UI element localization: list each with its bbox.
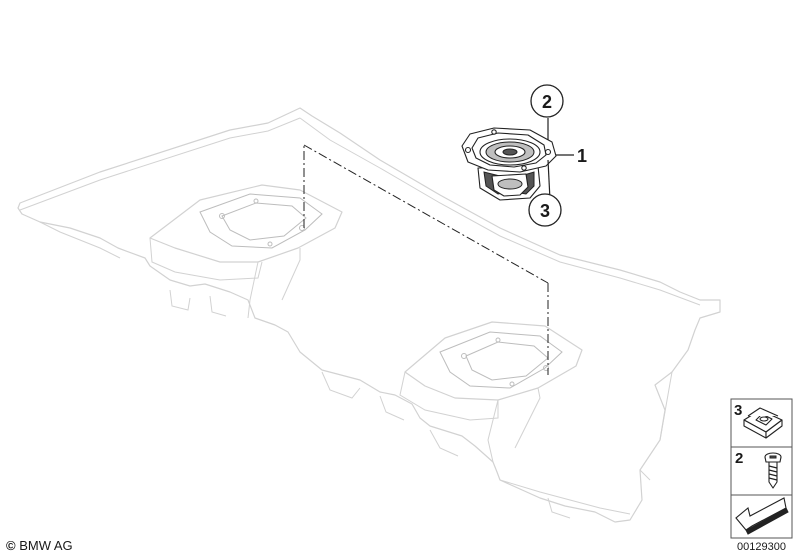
callout-3-label: 3 bbox=[540, 201, 550, 221]
document-number: 00129300 bbox=[737, 541, 786, 553]
legend-cell-screw bbox=[730, 446, 793, 496]
clip-nut-icon[interactable] bbox=[743, 407, 783, 439]
installation-lines bbox=[303, 144, 549, 375]
speaker-icon[interactable] bbox=[461, 127, 557, 201]
rear-shelf-panel bbox=[17, 107, 721, 523]
legend-label-3: 3 bbox=[734, 402, 742, 419]
callout-2-label: 2 bbox=[542, 92, 552, 112]
callout-1-label[interactable]: 1 bbox=[577, 146, 587, 166]
legend-label-2: 2 bbox=[735, 450, 743, 467]
screw-icon[interactable] bbox=[764, 452, 782, 489]
parts-legend: 3 2 bbox=[730, 398, 793, 539]
copyright-notice: © BMW AG bbox=[6, 538, 73, 553]
callout-2[interactable]: 2 bbox=[530, 84, 564, 118]
callout-3[interactable]: 3 bbox=[528, 193, 562, 227]
copyright-symbol: © bbox=[6, 538, 16, 553]
callout-leaders bbox=[547, 118, 574, 201]
arrow-icon[interactable] bbox=[735, 497, 789, 535]
copyright-text: BMW AG bbox=[19, 538, 73, 553]
